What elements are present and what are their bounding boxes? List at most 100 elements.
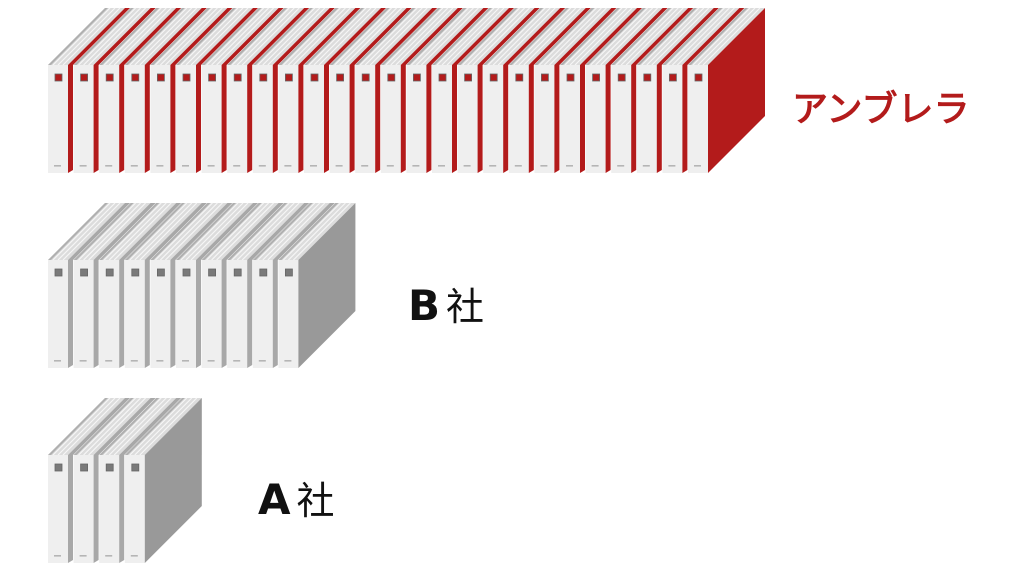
binder-back-edge bbox=[201, 203, 262, 260]
binder-back-edge bbox=[150, 203, 211, 260]
binder-label-square bbox=[284, 268, 293, 277]
binder bbox=[99, 397, 182, 563]
binder-page-line bbox=[154, 202, 213, 261]
binder bbox=[662, 7, 745, 173]
binder-page-line bbox=[206, 202, 265, 261]
binder-bottom-dash bbox=[130, 360, 138, 362]
binder-back-edge bbox=[304, 8, 364, 65]
binder bbox=[48, 397, 130, 563]
binder-spine bbox=[560, 65, 580, 173]
binder-back-edge bbox=[278, 203, 339, 260]
binder-page-line bbox=[231, 202, 290, 261]
binder-back-edge bbox=[636, 8, 697, 65]
binder-page-line bbox=[257, 7, 316, 66]
binder-page-line bbox=[139, 397, 198, 456]
binder-back-edge bbox=[406, 8, 467, 65]
binder-bottom-dash bbox=[566, 165, 573, 167]
binder-page-line bbox=[282, 202, 341, 261]
binder bbox=[124, 7, 207, 173]
binder-page-line bbox=[134, 202, 193, 261]
binder-bottom-dash bbox=[361, 165, 369, 167]
binder-bottom-dash bbox=[514, 165, 522, 167]
binder-label-square bbox=[361, 73, 370, 82]
binder-back-edge bbox=[176, 8, 236, 65]
binder-label-square bbox=[541, 73, 549, 82]
binder-back-edge bbox=[457, 8, 518, 65]
binder-bottom-dash bbox=[438, 165, 445, 167]
binder-back-edge bbox=[48, 203, 108, 260]
binder bbox=[201, 202, 284, 368]
binder-spine bbox=[73, 260, 94, 368]
binder-spine bbox=[124, 455, 145, 563]
binder-bottom-dash bbox=[463, 165, 471, 167]
binder-label-square bbox=[592, 73, 600, 82]
binder-page-line bbox=[267, 7, 326, 66]
binder-back-edge bbox=[662, 8, 723, 65]
binder-spine bbox=[99, 455, 120, 563]
binder-page-line bbox=[52, 7, 111, 66]
binder-label-square bbox=[669, 73, 677, 82]
binder-label-square bbox=[105, 268, 114, 277]
binder bbox=[252, 202, 335, 368]
binder-spine bbox=[48, 65, 68, 173]
binder-back-edge bbox=[150, 8, 211, 65]
binder-page-line bbox=[139, 7, 198, 66]
binder-bottom-dash bbox=[79, 165, 87, 167]
binder bbox=[176, 202, 258, 368]
binder-back-edge bbox=[278, 8, 339, 65]
binder-bottom-dash bbox=[310, 165, 317, 167]
binder-label-square bbox=[259, 73, 268, 82]
binder-spine bbox=[278, 65, 299, 173]
binder-page-line bbox=[129, 202, 188, 261]
binder-page-line bbox=[241, 7, 300, 66]
binder-back-edge bbox=[99, 8, 160, 65]
binder bbox=[432, 7, 514, 173]
binder-page-line bbox=[113, 397, 172, 456]
binder-page-line bbox=[108, 202, 167, 261]
binder-page-line bbox=[334, 7, 393, 66]
binder bbox=[73, 397, 156, 563]
binder-page-line bbox=[190, 7, 249, 66]
binder bbox=[124, 202, 207, 368]
binder-spine bbox=[688, 65, 708, 173]
binder-bottom-dash bbox=[105, 165, 113, 167]
binder-page-line bbox=[154, 7, 213, 66]
binder-page-line bbox=[57, 397, 116, 456]
binder-label-square bbox=[259, 268, 268, 277]
binder bbox=[534, 7, 617, 173]
binder-page-line bbox=[103, 397, 162, 456]
binder-back-edge bbox=[329, 8, 390, 65]
binder bbox=[150, 7, 233, 173]
binder-page-line bbox=[697, 7, 756, 66]
binder-bottom-dash bbox=[642, 165, 650, 167]
binder-page-line bbox=[241, 202, 300, 261]
binder-label-square bbox=[515, 73, 524, 82]
binder bbox=[329, 7, 412, 173]
binder-bottom-dash bbox=[130, 165, 138, 167]
binder-page-line bbox=[211, 202, 270, 261]
binder-bottom-dash bbox=[105, 360, 113, 362]
binder-page-line bbox=[62, 7, 121, 66]
binder-page-line bbox=[646, 7, 705, 66]
binder-bottom-dash bbox=[156, 360, 164, 362]
binder-page-line bbox=[339, 7, 398, 66]
binder-label-square bbox=[208, 268, 217, 277]
binder-page-line bbox=[180, 7, 239, 66]
binder-page-line bbox=[108, 397, 167, 456]
binder-page-line bbox=[615, 7, 674, 66]
binder-page-line bbox=[497, 7, 556, 66]
binder-page-line bbox=[113, 7, 172, 66]
binder-page-line bbox=[88, 202, 147, 261]
binder-page-line bbox=[164, 202, 223, 261]
binder-label-square bbox=[694, 73, 703, 82]
binder-page-line bbox=[52, 397, 111, 456]
binder bbox=[73, 7, 156, 173]
binder bbox=[150, 202, 233, 368]
binder-label-square bbox=[54, 73, 63, 82]
binder-page-line bbox=[262, 202, 321, 261]
label-b-letter: B bbox=[408, 281, 441, 330]
binder-label-square bbox=[438, 73, 447, 82]
label-a-letter: A bbox=[258, 475, 291, 524]
binder bbox=[483, 7, 566, 173]
binder-back-edge bbox=[124, 203, 185, 260]
